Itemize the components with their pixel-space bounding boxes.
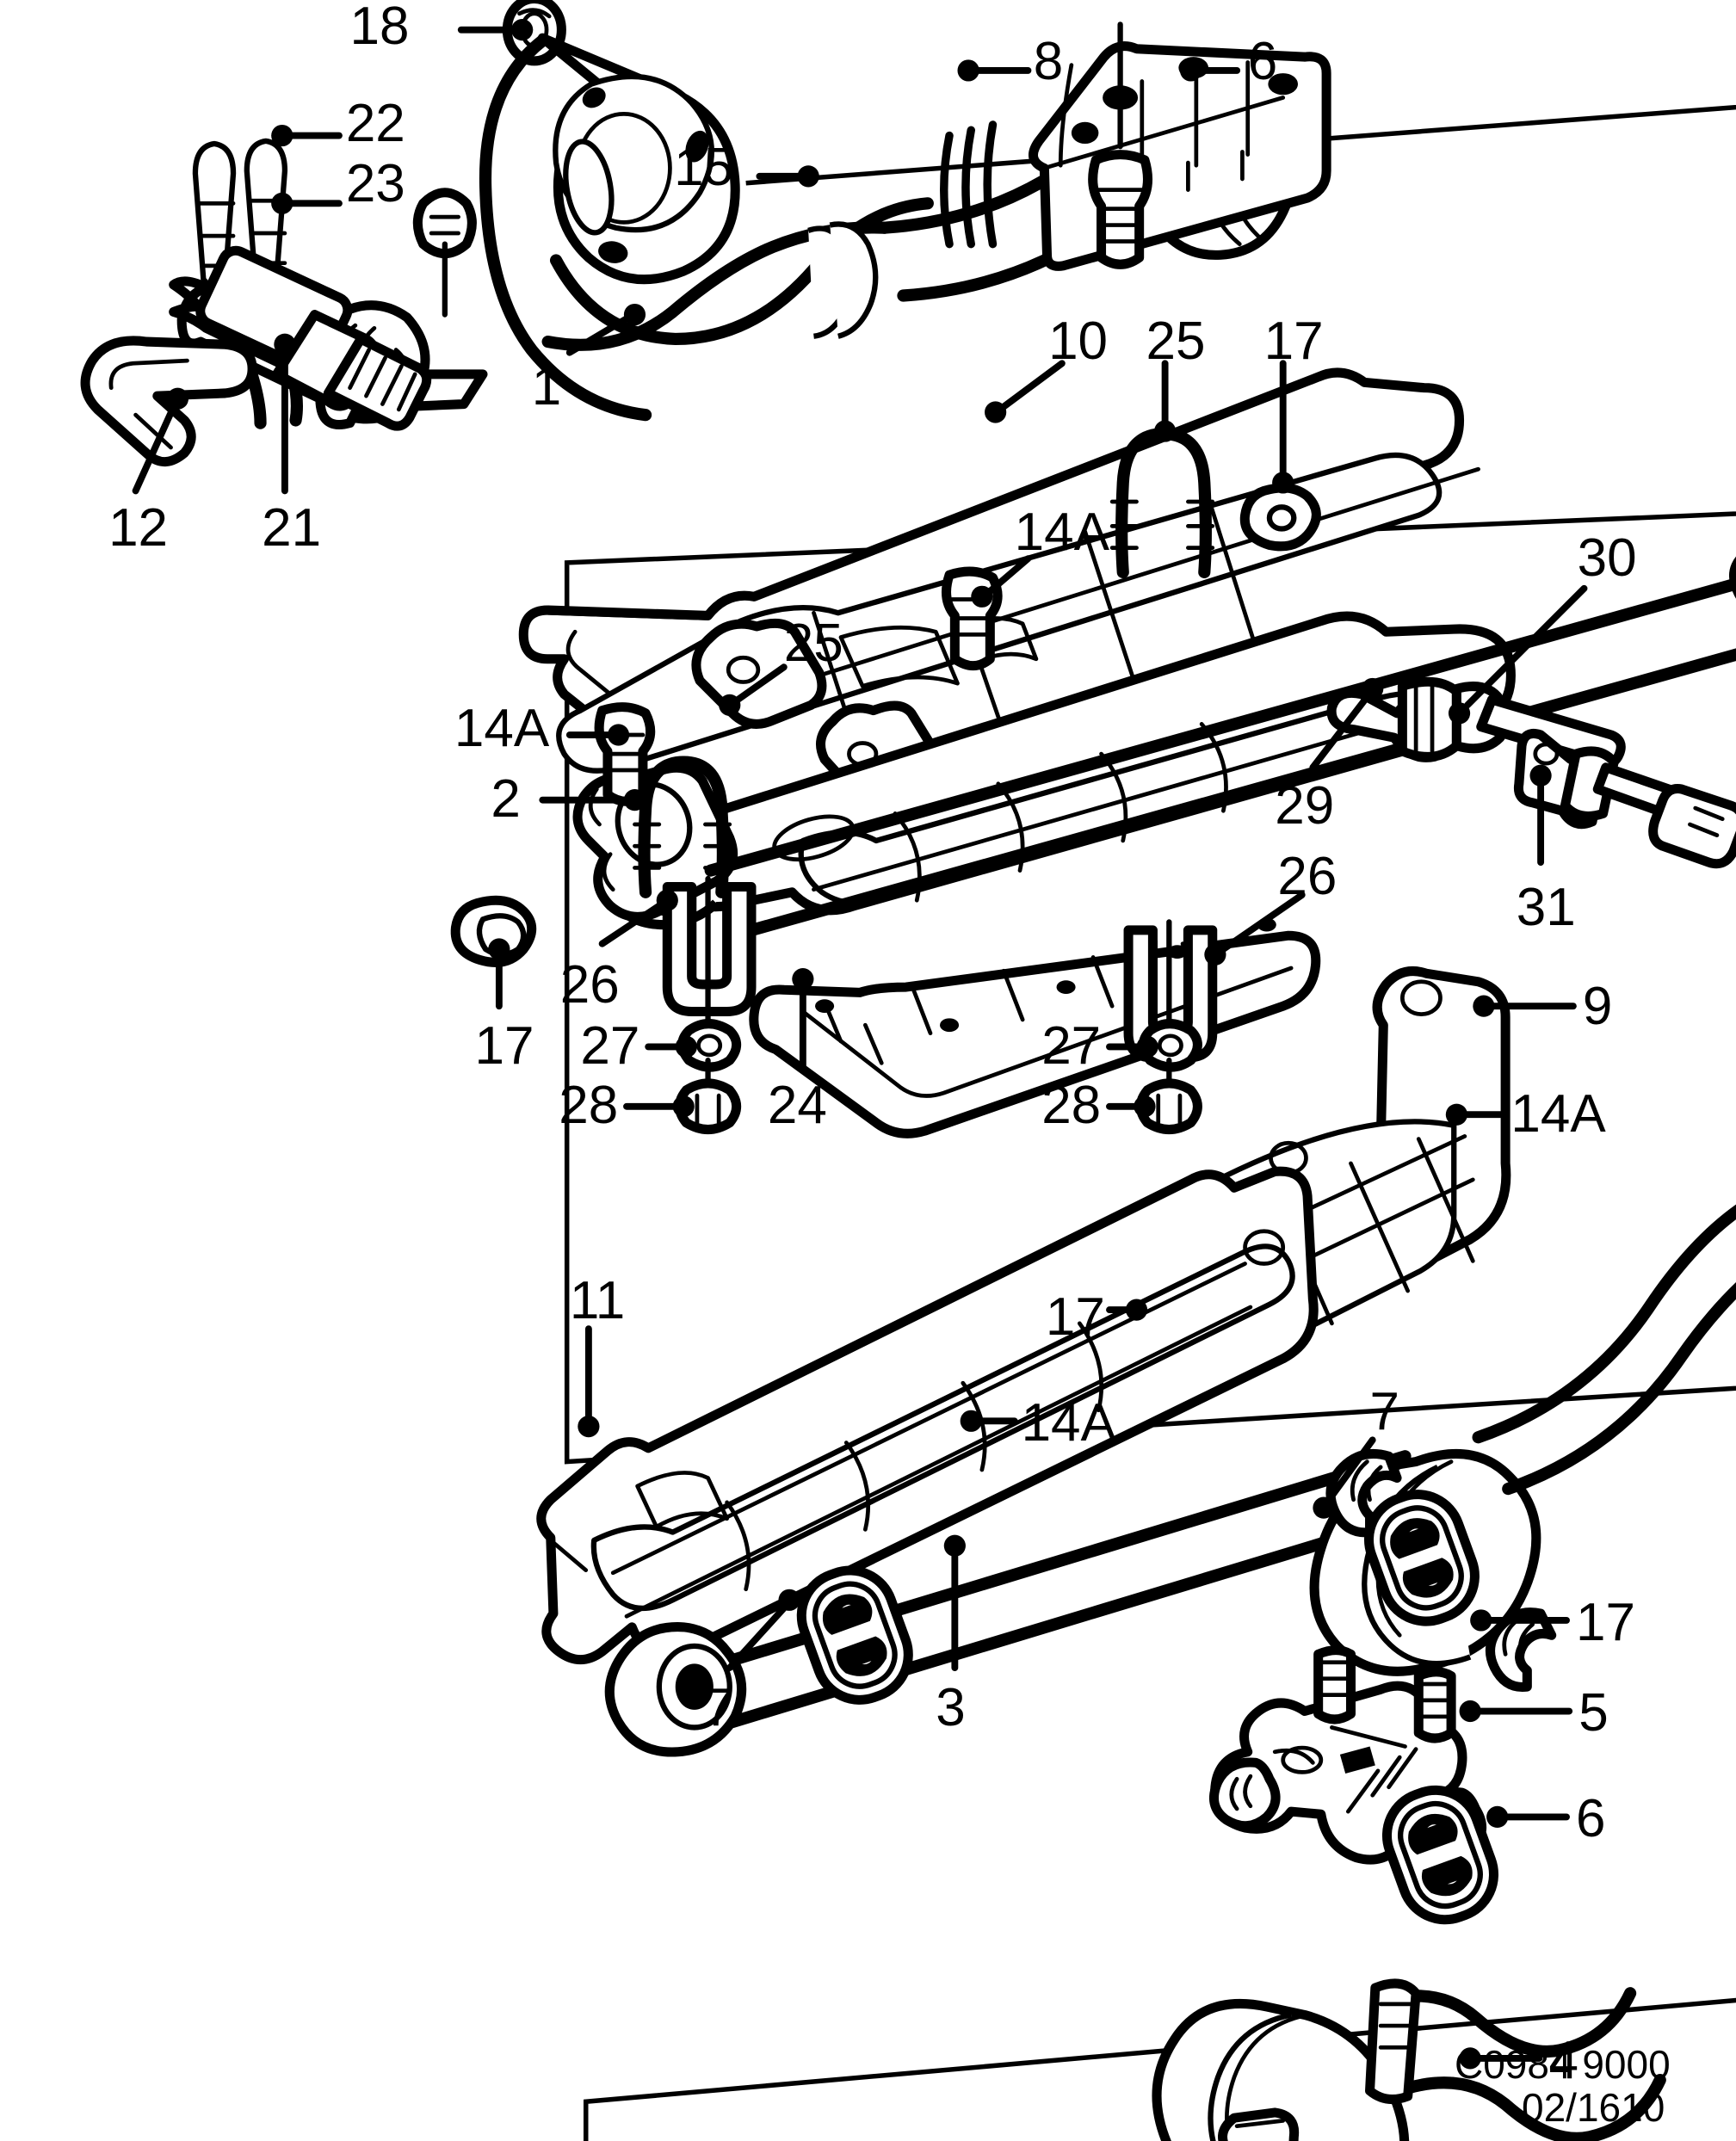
part-17-nut-a (1239, 483, 1321, 552)
part-21-lambda-sensor (169, 138, 432, 431)
drawing-revision: 02/1610 (1522, 2085, 1665, 2130)
callout-c14Ab: 14A (454, 699, 550, 759)
callout-c7a: 7 (703, 1677, 734, 1737)
group-frame-catalyst (564, 511, 1736, 1465)
callout-c29: 29 (1275, 776, 1335, 836)
part-6-rubber-hanger-bottom (1381, 1785, 1499, 1925)
callout-c17c: 17 (1045, 1287, 1105, 1348)
callout-c22: 22 (345, 94, 405, 154)
callout-c4: 4 (1548, 2030, 1579, 2090)
part-31-sensor-lead (1513, 728, 1736, 869)
callout-c5: 5 (1578, 1683, 1609, 1743)
callout-c10: 10 (1048, 311, 1109, 371)
callout-c28a: 28 (559, 1076, 619, 1136)
leader-lines (132, 19, 1588, 2070)
part-7-rubber-hanger-left (796, 1565, 913, 1705)
part-7-rubber-hanger-right (1363, 1490, 1480, 1626)
part-26-u-bracket-left (662, 881, 757, 1016)
callout-c14Ac: 14A (1511, 1083, 1606, 1144)
callout-c26b: 26 (1277, 846, 1338, 906)
part-28-nut-right (1135, 1058, 1202, 1135)
part-24-lower-shield (749, 917, 1321, 1138)
callout-c6b: 6 (1576, 1789, 1606, 1849)
part-14A-bolt-b (594, 702, 656, 806)
callout-c11: 11 (569, 1271, 626, 1331)
callout-c28b: 28 (1041, 1076, 1102, 1136)
callout-c24: 24 (767, 1076, 827, 1136)
callout-c14Ad: 14A (1021, 1392, 1116, 1453)
callout-c14Aa: 14A (1014, 502, 1109, 562)
part-14A-bolt-a (941, 566, 1003, 671)
callout-c27a: 27 (580, 1015, 640, 1076)
callout-c2: 2 (491, 769, 521, 830)
part-28-nut-left (674, 1058, 742, 1135)
callout-c18: 18 (349, 0, 410, 56)
callout-c8: 8 (1033, 31, 1064, 91)
callout-c23: 23 (345, 153, 405, 213)
part-25-u-bolt-left (633, 756, 732, 898)
callout-c27b: 27 (1041, 1015, 1102, 1076)
part-12-bracket (80, 336, 257, 467)
callout-c17b: 17 (474, 1015, 534, 1076)
callout-c25b: 25 (783, 613, 843, 673)
callout-c15: 15 (674, 137, 734, 197)
drawing-number: C0984 9000 (1455, 2042, 1671, 2087)
callout-c1: 1 (531, 357, 562, 417)
callout-c7b: 7 (1369, 1382, 1400, 1442)
callout-c26a: 26 (559, 955, 620, 1015)
callout-c3: 3 (936, 1677, 966, 1737)
part-27-washer-left (677, 875, 742, 1072)
part-15-bolt (1088, 22, 1153, 269)
part-22-screw (412, 188, 477, 318)
callout-c30: 30 (1577, 528, 1637, 588)
callout-c31: 31 (1516, 878, 1576, 938)
callout-c6a: 6 (1247, 31, 1278, 91)
part-4-rear-silencer (1152, 1978, 1666, 2141)
part-8-heat-shield (1029, 41, 1331, 271)
callout-c9: 9 (1582, 977, 1613, 1037)
group-frame-rear-silencer (583, 1997, 1736, 2141)
callout-c21: 21 (262, 498, 322, 558)
part-25-u-bolt-right (1109, 428, 1215, 579)
callout-c12: 12 (108, 498, 169, 558)
callout-c17d: 17 (1576, 1592, 1636, 1652)
callout-c17a: 17 (1263, 311, 1324, 371)
catalyst-pipe (704, 556, 1736, 942)
callout-c25a: 25 (1146, 311, 1206, 371)
